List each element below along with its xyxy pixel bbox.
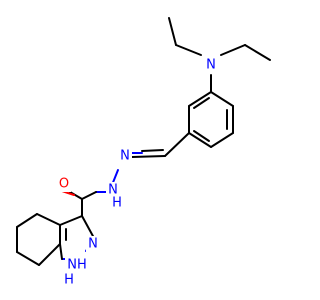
atom-label-n-hydrazone-2: N [108, 183, 118, 198]
bond [59, 243, 63, 260]
bond [210, 91, 234, 107]
bond [188, 132, 212, 148]
atom-label-h-hydrazide: H [112, 196, 122, 211]
bond [193, 97, 210, 109]
label-background [106, 182, 120, 198]
bond [193, 130, 210, 142]
bond [81, 191, 97, 200]
benzene-ring [188, 91, 234, 148]
atom-labels: N O N N H N NH H [57, 57, 220, 288]
diethylamino-group [168, 17, 271, 93]
bond [210, 132, 234, 148]
chemical-structure-diagram: N O N N H N NH H [16, 17, 271, 288]
bond [36, 213, 61, 226]
bond [188, 91, 212, 107]
bond [38, 243, 61, 266]
bond [81, 215, 95, 239]
bond [164, 132, 190, 157]
bond [244, 44, 271, 61]
bond [141, 149, 164, 152]
atom-label-nh-pyrazole: NH [67, 258, 87, 273]
tetrahydroindazole-ring [16, 213, 95, 266]
bond [175, 44, 202, 56]
bond [16, 251, 40, 266]
atom-label-n-hydrazone-1: N [120, 149, 130, 164]
bond [220, 44, 246, 56]
bond [69, 191, 83, 200]
imine-linker [131, 132, 190, 158]
bond [131, 155, 166, 158]
bond [168, 17, 177, 46]
atom-label-o-carbonyl: O [59, 177, 69, 192]
label-background [118, 148, 132, 164]
atom-label-n-amine: N [206, 58, 216, 73]
label-background [57, 176, 71, 192]
bond [16, 213, 38, 228]
bond [59, 215, 83, 226]
atom-label-h-pyrazole: H [64, 273, 74, 288]
label-background [65, 257, 89, 273]
label-background [202, 57, 220, 73]
label-background [86, 236, 100, 252]
atom-label-n-pyrazole: N [88, 237, 98, 252]
